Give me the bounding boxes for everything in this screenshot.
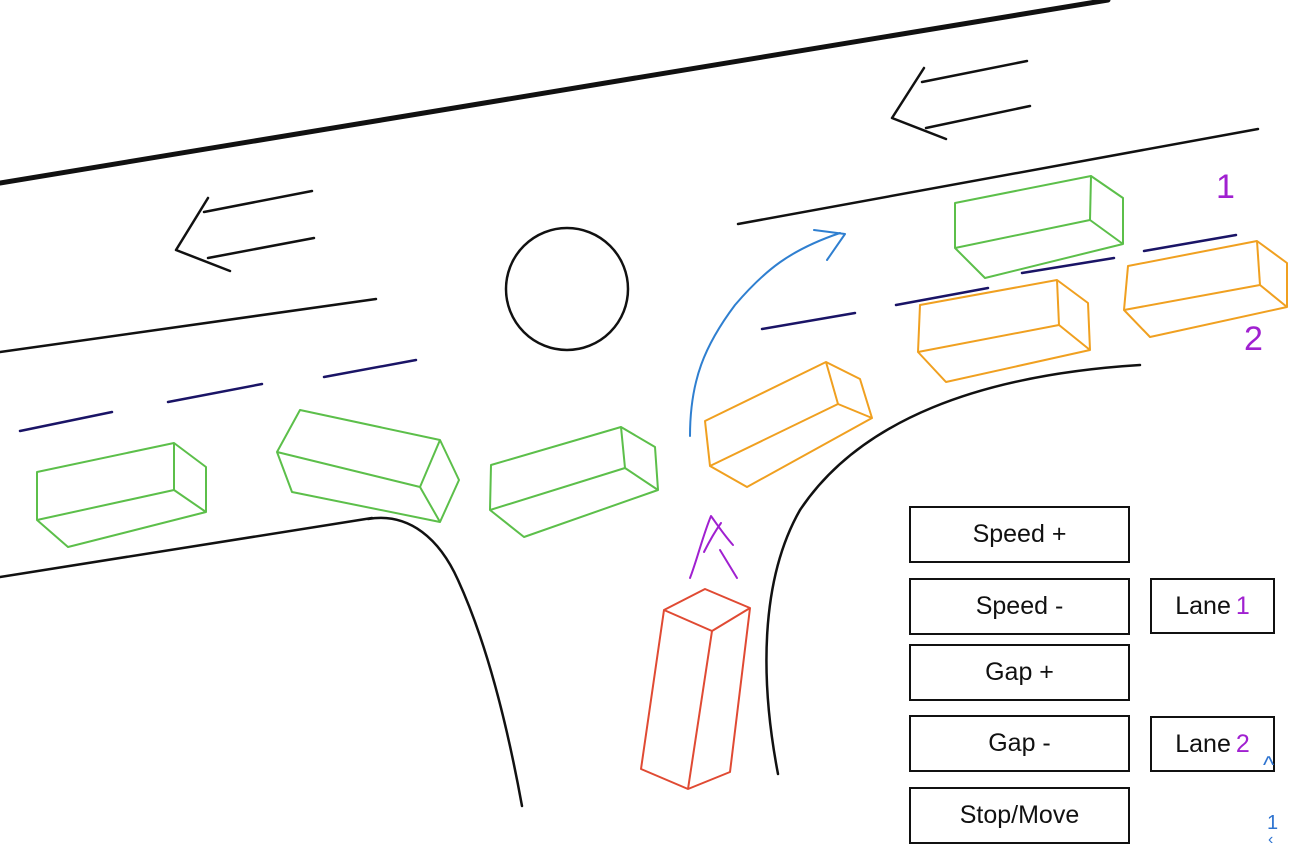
side-road-right-curb: [765, 363, 1142, 776]
road-top-edge: [0, 0, 1111, 186]
platoon-vehicle: [489, 426, 659, 538]
lane-2-button-prefix: Lane: [1175, 729, 1231, 758]
lane-1-button-number: 1: [1235, 591, 1250, 620]
lane-marking: [760, 311, 857, 331]
lane-1-label: 1: [1216, 168, 1235, 206]
lane-marking: [166, 382, 264, 404]
merging-vehicle: [1123, 240, 1288, 338]
roundabout-circle-icon: [504, 226, 630, 352]
lane-marking: [1020, 256, 1116, 275]
speed-down-label: Speed -: [975, 592, 1064, 620]
traffic-direction-arrow-icon: [174, 189, 316, 273]
stop-move-button[interactable]: Stop/Move: [909, 787, 1130, 844]
stop-move-label: Stop/Move: [959, 801, 1080, 829]
page-number: 1: [1267, 812, 1279, 834]
traffic-direction-arrow-icon: [890, 59, 1032, 141]
lane-marking: [894, 286, 990, 307]
merging-vehicle: [704, 361, 873, 488]
forward-chevron-icon: [689, 515, 738, 579]
lane-2-label: 2: [1244, 320, 1263, 358]
ego-vehicle: [640, 588, 751, 790]
road-median-right: [736, 127, 1260, 226]
side-road-left-curb: [366, 516, 524, 808]
page-down-icon[interactable]: ‹: [1268, 832, 1274, 848]
lane-2-button-number: 2: [1235, 729, 1250, 758]
speed-up-label: Speed +: [972, 520, 1067, 548]
platoon-vehicle: [954, 175, 1124, 279]
trajectory-arrow-icon: [689, 229, 846, 437]
road-median-left: [0, 297, 378, 354]
road-bottom-edge: [0, 516, 374, 579]
gap-up-label: Gap +: [985, 658, 1054, 686]
gap-down-label: Gap -: [988, 729, 1051, 757]
lane-marking: [322, 358, 418, 379]
lane-1-button-prefix: Lane: [1175, 591, 1231, 620]
gap-down-button[interactable]: Gap -: [909, 715, 1130, 772]
lane-marking: [1142, 233, 1238, 253]
speed-up-button[interactable]: Speed +: [909, 506, 1130, 563]
platoon-vehicle: [276, 409, 460, 523]
page-up-icon[interactable]: ^: [1263, 752, 1275, 779]
speed-down-button[interactable]: Speed -: [909, 578, 1130, 635]
lane-marking: [18, 410, 114, 433]
merging-vehicle: [917, 279, 1091, 383]
platoon-vehicle: [36, 442, 207, 548]
gap-up-button[interactable]: Gap +: [909, 644, 1130, 701]
